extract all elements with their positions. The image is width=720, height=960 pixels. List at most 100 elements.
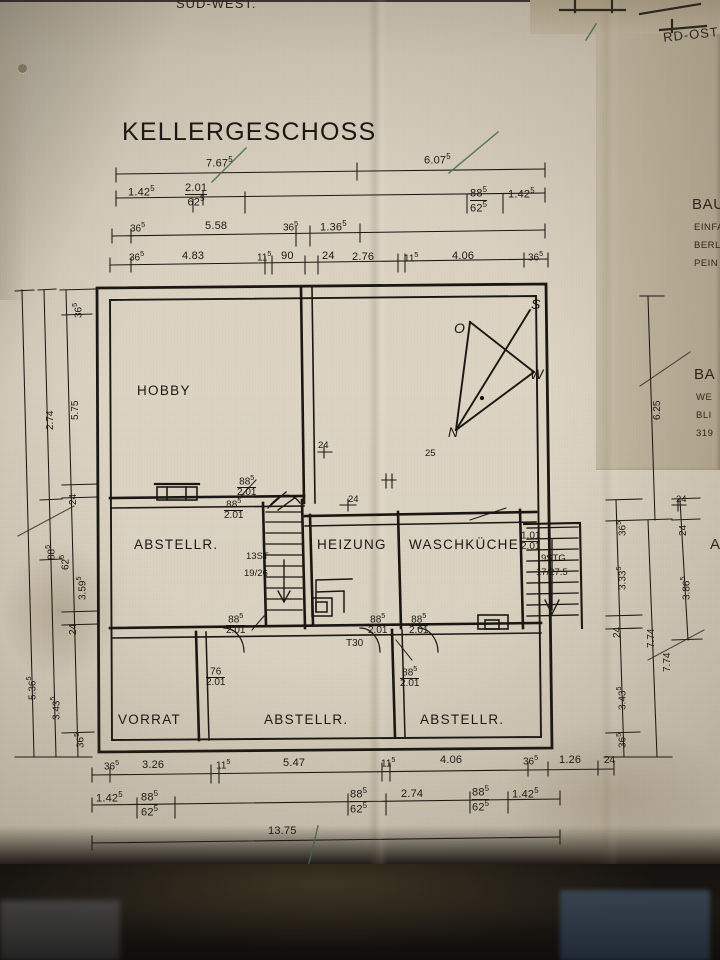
dim-left-b4: 3.595 bbox=[74, 576, 89, 600]
fold-crease-center bbox=[368, 0, 388, 960]
room-label-abstellr-2: ABSTELLR. bbox=[264, 712, 349, 727]
compass-label-s: S bbox=[531, 296, 541, 312]
dim-right-a2: 365 bbox=[614, 520, 629, 536]
dim-bot1-g: 365 bbox=[523, 753, 539, 768]
fold-crease-right bbox=[600, 0, 620, 960]
dim-top4-h: 4.06 bbox=[452, 250, 475, 262]
paper-edge-left bbox=[0, 40, 26, 300]
dim-bot1-d: 5.47 bbox=[283, 757, 306, 769]
dim-top3-b: 5.58 bbox=[205, 220, 228, 232]
dim-left-a2b: 625 bbox=[57, 554, 72, 570]
background-object-grey bbox=[0, 900, 120, 960]
dim-left-b5: 24 bbox=[68, 623, 79, 635]
room-label-abstellr-3: ABSTELLR. bbox=[420, 712, 505, 727]
dim-top2-a: 1.425 bbox=[128, 184, 155, 199]
dim-top4-e: 24 bbox=[322, 250, 335, 262]
title-block-line-2: EINFA bbox=[694, 222, 720, 233]
punch-hole bbox=[18, 64, 27, 73]
background-object-blue bbox=[560, 890, 710, 960]
dim-top4-c: 115 bbox=[257, 249, 272, 264]
dim-bot3-total: 13.75 bbox=[268, 825, 297, 837]
dim-left-b2: 5.75 bbox=[70, 400, 81, 420]
dim-top2-d: 1.425 bbox=[508, 186, 535, 201]
dim-left-total: 5.365 bbox=[24, 676, 39, 700]
paper-smudge-right bbox=[500, 720, 720, 870]
dim-top4-i: 365 bbox=[528, 249, 544, 264]
dim-top4-g: 115 bbox=[404, 250, 419, 265]
dim-top1-b: 6.075 bbox=[424, 152, 451, 167]
title-block-line-4: PEIN bbox=[694, 258, 719, 269]
dim-bot1-i: 24 bbox=[604, 755, 616, 766]
underlying-sheet-right bbox=[596, 0, 720, 470]
wall-thickness-4: 24 bbox=[676, 494, 687, 505]
dim-bot1-b: 3.26 bbox=[142, 759, 165, 771]
dim-top1-a: 7.675 bbox=[206, 155, 233, 170]
dim-bot1-f: 4.06 bbox=[440, 754, 463, 766]
paper-smudge-left bbox=[0, 540, 120, 680]
title-block-line-3: BERL bbox=[694, 240, 720, 251]
room-label-heizung: HEIZUNG bbox=[317, 537, 387, 552]
dim-bot2-d: 2.74 bbox=[401, 788, 424, 800]
dim-left-b1: 365 bbox=[70, 302, 85, 318]
dim-left-a2: 885 bbox=[43, 544, 58, 560]
dim-bot2-a: 1.425 bbox=[96, 790, 123, 805]
stair-count-1: 13ST bbox=[246, 551, 269, 562]
page-title: KELLERGESCHOSS bbox=[122, 118, 377, 146]
dim-top3-d: 1.365 bbox=[320, 219, 347, 234]
dim-bot1-e: 115 bbox=[381, 755, 396, 770]
dim-bot1-h: 1.26 bbox=[559, 754, 582, 766]
dim-top4-b: 4.83 bbox=[182, 250, 205, 262]
compass-label-w: W bbox=[530, 366, 544, 382]
dim-top4-d: 90 bbox=[281, 250, 294, 262]
dim-top3-a: 365 bbox=[130, 220, 146, 235]
dim-top4-f: 2.76 bbox=[352, 251, 375, 263]
compass-label-o: O bbox=[454, 320, 465, 336]
wall-thickness-2: 24 bbox=[348, 494, 359, 505]
door-note-t30: T30 bbox=[346, 638, 364, 649]
stair-riser-2: 17/27.5 bbox=[536, 567, 568, 578]
wall-thickness-1: 24 bbox=[318, 440, 329, 451]
stair-count-2: 9STG bbox=[541, 553, 566, 564]
title-block3: A bbox=[710, 536, 720, 553]
wall-thickness-3: 25 bbox=[425, 448, 436, 459]
dim-left-a3: 3.435 bbox=[48, 696, 63, 720]
room-label-waschkueche: WASCHKÜCHE bbox=[409, 537, 520, 552]
dim-right-a6: 365 bbox=[614, 732, 629, 748]
dim-right-b2: 24 bbox=[678, 524, 689, 536]
dim-left-a1: 2.74 bbox=[45, 410, 56, 430]
room-label-abstellr-1: ABSTELLR. bbox=[134, 537, 219, 552]
dim-right-a4: 24 bbox=[612, 626, 623, 638]
compass-label-n: N bbox=[448, 424, 459, 440]
dim-left-b6: 365 bbox=[72, 732, 87, 748]
room-label-hobby: HOBBY bbox=[137, 383, 191, 398]
dim-top3-c: 365 bbox=[283, 219, 299, 234]
title-block2-line-1: BA bbox=[694, 366, 716, 383]
title-block2-line-3: BLI bbox=[696, 410, 712, 421]
title-block2-line-4: 319 bbox=[696, 428, 714, 439]
dim-bot1-a: 365 bbox=[104, 758, 120, 773]
dim-right-b4: 7.74 bbox=[662, 652, 673, 672]
title-block-line-1: BAU bbox=[692, 196, 720, 213]
dim-bot2-f: 1.425 bbox=[512, 786, 539, 801]
dim-right-a1: 6.25 bbox=[652, 400, 663, 420]
stair-riser-1: 19/26 bbox=[244, 568, 268, 579]
dim-right-b1: 7.74 bbox=[646, 628, 657, 648]
room-label-vorrat: VORRAT bbox=[118, 712, 182, 727]
title-block2-line-2: WE bbox=[696, 392, 713, 403]
dim-bot1-c: 115 bbox=[216, 757, 231, 772]
edge-note-south-west: SÜD-WEST. bbox=[176, 0, 257, 11]
